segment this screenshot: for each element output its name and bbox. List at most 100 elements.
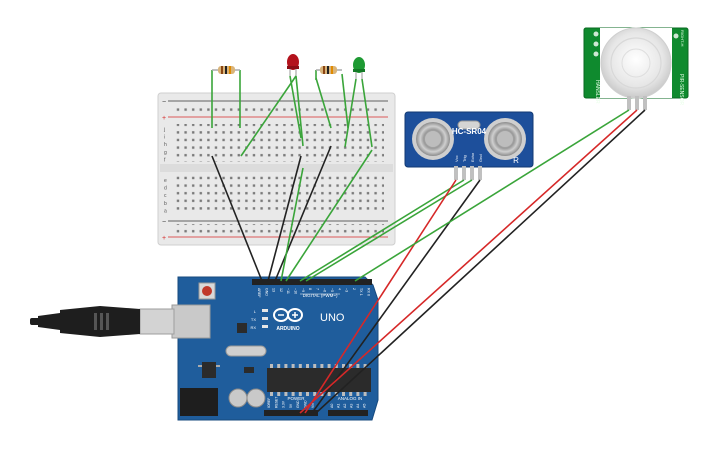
chip-pin: [298, 392, 302, 396]
digital-pin-label: RX 0: [367, 288, 371, 296]
chip-pin: [313, 364, 317, 368]
arduino-brand-label: ARDUINO: [276, 326, 299, 332]
power-pin-label: GND: [296, 400, 300, 408]
power-pin-label: 3.3V: [282, 400, 286, 408]
breadboard-row-letter: d: [164, 186, 167, 192]
onboard-led: [262, 317, 268, 320]
chip-pin: [349, 364, 353, 368]
pir-label-left: HANSLER: [594, 80, 600, 104]
digital-pin-label: 8: [308, 288, 312, 290]
ultrasonic-pin-label: Echo: [470, 152, 475, 162]
digital-pin-label: ~9: [301, 288, 305, 292]
digital-pin-label: ~10: [294, 288, 298, 294]
chip-pin: [284, 364, 288, 368]
analog-pin-label: A1: [337, 404, 341, 408]
digital-pin-label: AREF: [257, 288, 261, 298]
ultrasonic-pin-label: Trig: [462, 155, 467, 162]
chip-pin: [342, 392, 345, 396]
chip-pin: [291, 364, 295, 368]
digital-pin-label: 2: [352, 288, 356, 290]
digital-pwm-label: DIGITAL (PWM~): [303, 293, 338, 298]
green-led: [353, 57, 365, 79]
chip-pin: [298, 364, 302, 368]
chip-pin: [320, 364, 324, 368]
ultrasonic-pin-label: Gnd: [478, 154, 483, 162]
digital-pin-label: ~5: [330, 288, 334, 292]
analog-pin-label: A4: [356, 404, 360, 408]
chip-pin: [349, 392, 353, 396]
power-pin-label: 5V: [289, 403, 293, 408]
breadboard-row-letter: h: [164, 142, 167, 148]
chip-pin: [363, 364, 367, 368]
onboard-led-label: TX: [251, 317, 256, 322]
digital-pin-label: 13: [272, 288, 276, 292]
onboard-led: [262, 325, 268, 328]
ultrasonic-model-label: HC-SR04: [452, 127, 487, 136]
ultrasonic-pin-label: Vcc: [454, 155, 459, 162]
arduino-logo: [273, 308, 303, 322]
chip-pin: [277, 392, 281, 396]
chip-pin: [327, 392, 331, 396]
breadboard-row-letter: b: [164, 201, 167, 207]
power-label: POWER: [287, 396, 305, 401]
breadboard-row-letter: f: [164, 157, 166, 163]
analog-pin-label: A3: [350, 404, 354, 408]
resistor-1: [211, 66, 241, 128]
chip-pin: [356, 364, 360, 368]
svg-text:−: −: [162, 99, 166, 106]
breadboard-row-letter: e: [164, 178, 167, 184]
breadboard-row-letter: c: [164, 193, 167, 199]
pir-label-top: RIGHT-H: [680, 30, 685, 47]
digital-pin-label: ~6: [323, 288, 327, 292]
chip-pin: [327, 364, 331, 368]
power-pin-label: RESET: [274, 397, 278, 408]
digital-pin-label: GND: [264, 288, 268, 296]
chip-pin: [356, 392, 360, 396]
power-pin-label: Vin: [311, 403, 315, 408]
ultrasonic-mark: R: [513, 156, 519, 165]
onboard-led: [262, 309, 268, 312]
breadboard-row-letter: a: [164, 208, 167, 214]
digital-pin-label: TX 1: [359, 288, 363, 296]
chip-pin: [306, 392, 309, 396]
analog-pin-label: A0: [330, 404, 334, 408]
svg-text:+: +: [162, 235, 166, 242]
onboard-led-label: L: [254, 309, 257, 314]
digital-pin-label: ~3: [345, 288, 349, 292]
svg-text:−: −: [162, 219, 166, 226]
svg-text:+: +: [162, 115, 166, 122]
wires: [211, 109, 646, 414]
chip-pin: [342, 364, 345, 368]
analog-pin-label: A5: [363, 404, 367, 408]
digital-pin-label: 12: [279, 288, 283, 292]
breadboard-row-letter: g: [164, 150, 167, 156]
red-led: [287, 54, 299, 76]
chip-pin: [306, 364, 309, 368]
breadboard-row-letter: j: [163, 127, 165, 133]
pir-label-right: PIR-SENSOR: [678, 74, 684, 106]
breadboard-row-letter: i: [164, 135, 165, 141]
digital-pin-label: 7: [315, 288, 319, 290]
chip-pin: [313, 392, 317, 396]
power-pin-label: GND: [304, 400, 308, 408]
analog-in-label: ANALOG IN: [338, 396, 363, 401]
digital-pin-label: 4: [337, 288, 341, 290]
digital-pin-label: ~11: [286, 288, 290, 294]
breadboard-jumpers: [240, 73, 373, 157]
pir-sensor: HANSLER PIR-SENSOR RIGHT-H: [583, 27, 689, 110]
chip-pin: [363, 392, 367, 396]
chip-pin: [270, 392, 273, 396]
analog-pin-label: A2: [343, 404, 347, 408]
chip-pin: [277, 364, 281, 368]
chip-pin: [270, 364, 273, 368]
